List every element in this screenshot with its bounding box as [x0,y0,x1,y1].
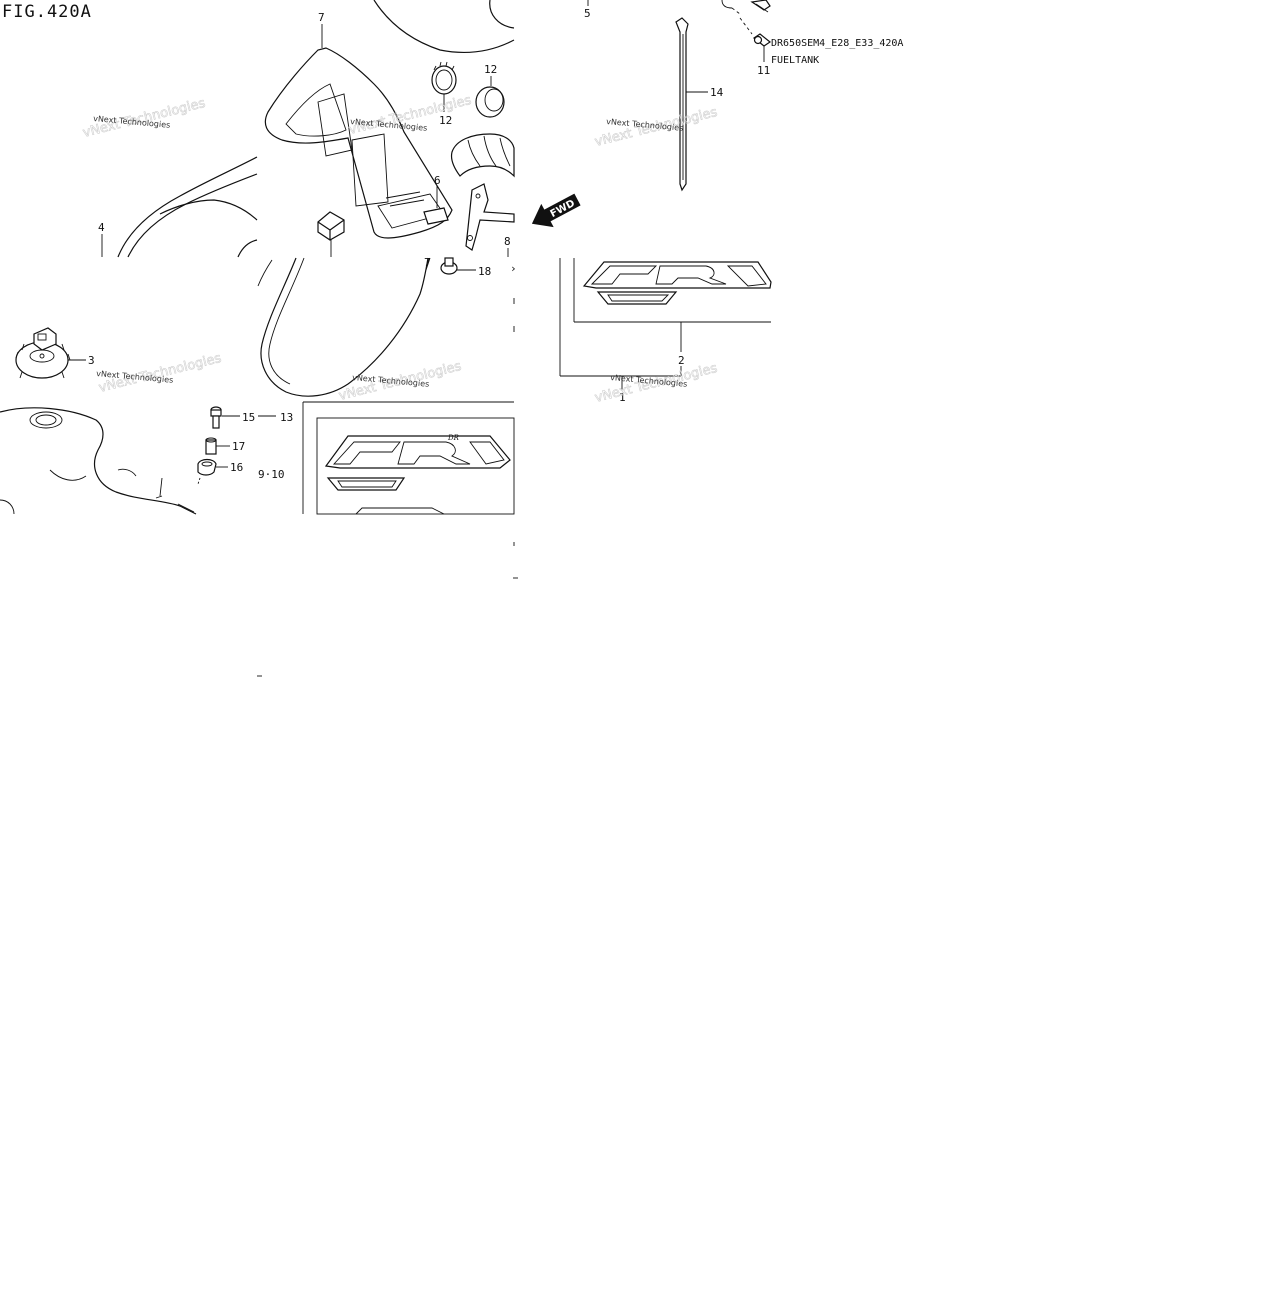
bracket-8 [465,183,515,251]
side-cover-lower-outline [257,257,429,397]
fuel-cap-3 [15,327,71,379]
decal-set-box [559,258,771,390]
dr-decal-right [582,261,772,289]
svg-text:DR: DR [447,434,460,442]
callout-14: 14 [710,86,724,99]
cushion-16 [197,458,217,476]
diagram-code: DR650SEM4_E28_E33_420A [771,38,903,49]
seat-rail-outline [373,0,515,53]
nut-18 [440,257,458,275]
dr-decal-left: DR [324,434,511,469]
callout-9-10: 9·10 [258,468,285,481]
fuel-tank-upper-outline [117,156,258,258]
forward-direction-arrow: FWD [531,193,581,228]
callout-16: 16 [230,461,243,474]
dual-sport-badge-left [326,477,406,491]
grommet-12b [475,86,505,118]
decal-frame-lower [316,417,515,515]
dr-decal-partial [355,507,445,515]
cushion-6 [423,207,449,225]
callout-4: 4 [98,221,105,234]
callout-6: 6 [434,174,441,187]
rubber-cushion [450,133,515,178]
bolt-top [750,0,771,13]
dual-sport-badge-right [596,291,678,305]
callout-12-left: 12 [439,114,452,127]
fuel-hose-band-14 [675,17,689,192]
grommet-12a [431,61,457,95]
cushion-block [317,211,345,241]
callout-1: 1 [619,391,626,404]
side-cover-part [264,47,453,239]
callout-15: 15 [242,411,255,424]
callout-3: 3 [88,354,95,367]
callout-7-bottom: 7 [424,256,431,269]
fuel-tank-body [0,407,197,515]
callout-2: 2 [678,354,685,367]
bolt-11 [752,33,772,47]
callout-8: 8 [504,235,511,248]
callout-11: 11 [757,64,770,77]
collar-17 [205,437,217,455]
callout-12-right: 12 [484,63,497,76]
callout-17: 17 [232,440,245,453]
callout-5: 5 [584,7,591,20]
callout-13: 13 [280,411,293,424]
section-name: FUELTANK [771,55,819,66]
figure-title: FIG.420A [2,2,92,22]
callout-7-top: 7 [318,11,325,24]
callout-18: 18 [478,265,491,278]
svg-text:›: › [510,262,517,275]
bolt-15 [210,406,222,429]
